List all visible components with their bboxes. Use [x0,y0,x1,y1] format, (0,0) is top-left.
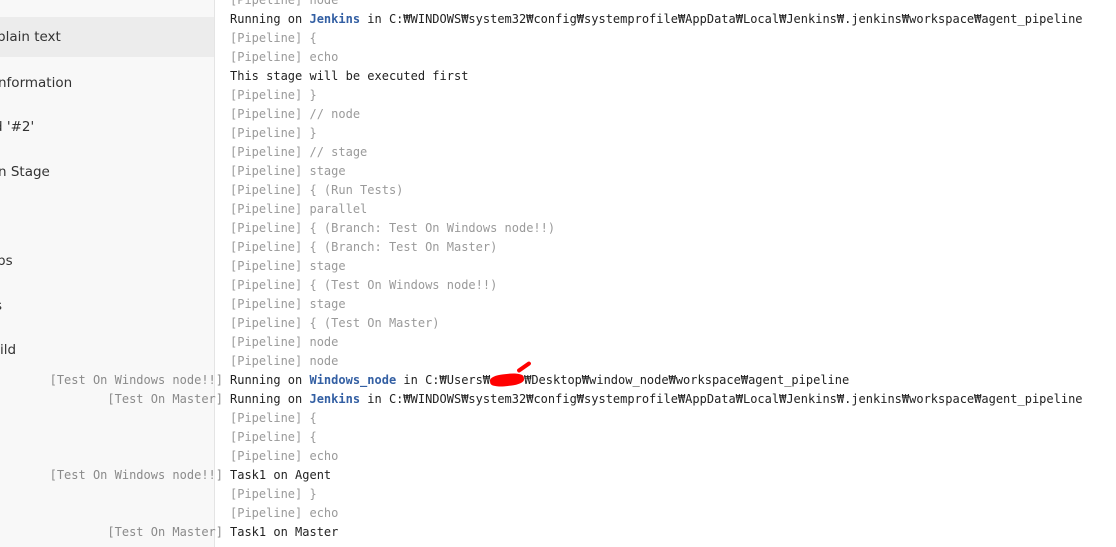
branch-prefix: [Test On Master] [107,525,223,539]
sidebar-item-build[interactable]: d '#2' [0,107,214,147]
console-line-text: [Pipeline] } [230,126,317,140]
node-link[interactable]: Jenkins [309,392,361,406]
console-line: Running on Jenkins in C:₩WINDOWS₩system3… [0,10,1116,29]
sidebar-item-label: s [0,286,2,326]
console-line: [Pipeline] node [0,352,1116,371]
console-line: [Test On Windows node!!] Running on Windo… [0,360,1116,390]
console-line-text: [Pipeline] node [230,0,339,7]
console-line-text: [Pipeline] } [230,88,317,102]
console-line: [Pipeline] { [0,409,1116,428]
console-line: [Test On Master] Running on Jenkins in C:… [0,390,1116,409]
console-line-text: [Pipeline] { [230,411,317,425]
sidebar-item-label: nformation [0,75,73,91]
sidebar-item-build-2[interactable]: ild [0,330,214,370]
console-line-text: [Pipeline] node [230,354,339,368]
console-line-text: This stage will be executed first [230,69,469,83]
text-before-link: Running on [230,12,310,26]
console-line-text: [Pipeline] echo [230,506,339,520]
console-line: [Pipeline] stage [0,162,1116,181]
text-after-redaction: ₩Desktop₩window_node₩workspace₩agent_pip… [524,373,850,387]
console-line-text: [Pipeline] echo [230,50,339,64]
console-line: [Pipeline] } [0,485,1116,504]
console-line-text: [Pipeline] { (Run Tests) [230,183,404,197]
console-line-text: [Pipeline] echo [230,449,339,463]
console-line: [Pipeline] } [0,124,1116,143]
sidebar-item-label: ps [0,253,13,269]
console-line: [Pipeline] { (Test On Windows node!!) [0,276,1116,295]
redaction-mark [489,360,532,390]
console-line: [Pipeline] { [0,29,1116,48]
text-before-link: Running on [230,373,310,387]
console-line: [Pipeline] stage [0,257,1116,276]
sidebar: plain text nformation d '#2' n Stage ps s ild [0,0,215,547]
sidebar-item-label: d '#2' [0,119,35,135]
console-line: [Pipeline] parallel [0,200,1116,219]
console-line-text: [Pipeline] { (Branch: Test On Windows no… [230,221,556,235]
node-link[interactable]: Jenkins [309,12,361,26]
console-line-text: [Pipeline] { (Branch: Test On Master) [230,240,498,254]
console-line-text: Task1 on Master [230,525,339,539]
text-after-link: in C:₩WINDOWS₩system32₩config₩systemprof… [360,12,1083,26]
console-line: [Test On Master] Task1 on Master [0,523,1116,542]
text-after-link: in C:₩WINDOWS₩system32₩config₩systemprof… [360,392,1083,406]
console-line: [Pipeline] { (Run Tests) [0,181,1116,200]
console-line-text: [Pipeline] { [230,31,317,45]
console-line: [Pipeline] { (Branch: Test On Master) [0,238,1116,257]
console-line: [Pipeline] } [0,86,1116,105]
console-line-text: [Pipeline] { (Test On Master) [230,316,440,330]
console-line: [Pipeline] echo [0,48,1116,67]
console-line-text: [Pipeline] stage [230,164,346,178]
console-line-text: [Pipeline] node [230,335,339,349]
sidebar-item-stage[interactable]: n Stage [0,152,214,192]
console-line: [Pipeline] // node [0,105,1116,124]
console-line: [Pipeline] { (Branch: Test On Windows no… [0,219,1116,238]
text-before-link: Running on [230,392,310,406]
console-line: This stage will be executed first [0,67,1116,86]
console-line-text: [Pipeline] { (Test On Windows node!!) [230,278,498,292]
node-link[interactable]: Windows_node [309,373,397,387]
console-line-text: [Pipeline] parallel [230,202,368,216]
console-line-text: [Pipeline] // stage [230,145,368,159]
branch-prefix: [Test On Master] [107,392,223,406]
console-line-text: [Pipeline] stage [230,259,346,273]
branch-prefix: [Test On Windows node!!] [49,468,223,482]
console-line: [Pipeline] echo [0,504,1116,523]
console-line-text: [Pipeline] stage [230,297,346,311]
sidebar-item-label: ild [0,342,17,358]
console-line-text: Running on Jenkins in C:₩WINDOWS₩system3… [230,390,1083,409]
sidebar-item-steps[interactable]: ps [0,241,214,281]
console-line: [Pipeline] echo [0,447,1116,466]
console-line: [Pipeline] stage [0,295,1116,314]
sidebar-item-s[interactable]: s [0,286,214,326]
text-after-link: in C:₩Users₩ [396,373,491,387]
console-line: [Pipeline] node [0,0,1116,10]
console-line: [Pipeline] node [0,333,1116,352]
console-line-text: [Pipeline] // node [230,107,361,121]
sidebar-item-label: n Stage [0,164,50,180]
console-line-text: Running on Windows_node in C:₩Users₩ ₩Des… [230,360,850,390]
console-line: [Test On Windows node!!] Task1 on Agent [0,466,1116,485]
console-line-text: [Pipeline] } [230,487,317,501]
branch-prefix: [Test On Windows node!!] [49,373,223,387]
sidebar-item-plain-text[interactable]: plain text [0,17,214,57]
console-line: [Pipeline] { [0,428,1116,447]
sidebar-item-information[interactable]: nformation [0,63,214,103]
console-line-text: [Pipeline] { [230,430,317,444]
console-line: [Pipeline] // stage [0,143,1116,162]
console-line-text: Running on Jenkins in C:₩WINDOWS₩system3… [230,10,1083,29]
sidebar-item-label: plain text [0,29,61,45]
console-line-text: Task1 on Agent [230,468,332,482]
console-line: [Pipeline] { (Test On Master) [0,314,1116,333]
